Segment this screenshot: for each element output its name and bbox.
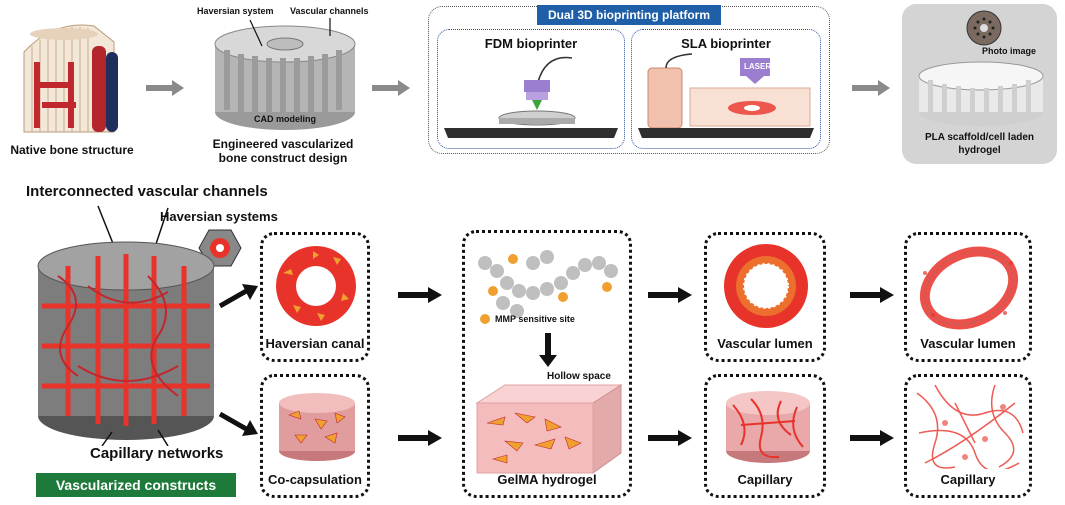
- capillary-networks-label: Capillary networks: [90, 445, 224, 462]
- haversian-systems-label: Haversian systems: [160, 209, 278, 224]
- haversian-canal-panel: Haversian canal: [260, 232, 370, 362]
- capillary-panel-1: Capillary: [704, 374, 826, 498]
- vascular-lumen-ring: [724, 244, 808, 328]
- cad-cylinder-illustration: [214, 18, 356, 130]
- capillary-stain-image: [916, 384, 1024, 469]
- platform-title: Dual 3D bioprinting platform: [537, 5, 721, 25]
- vascularized-construct-illustration: [37, 205, 215, 446]
- native-bone-illustration: [23, 24, 118, 133]
- fdm-printer-panel: FDM bioprinter: [437, 29, 625, 149]
- capillary-panel-2: Capillary: [904, 374, 1032, 498]
- arrow-icon: [850, 430, 894, 446]
- native-bone-label: Native bone structure: [10, 143, 134, 157]
- vascular-lumen-panel-1: Vascular lumen: [704, 232, 826, 362]
- gelma-hydrogel-block: [475, 384, 623, 474]
- vascular-lumen-panel-2: Vascular lumen: [904, 232, 1032, 362]
- sla-title: SLA bioprinter: [681, 36, 771, 51]
- photo-image-label: Photo image: [982, 46, 1037, 56]
- mmp-site-label: MMP sensitive site: [495, 314, 575, 324]
- haversian-canal-ring: [276, 246, 356, 326]
- arrow-icon: [218, 284, 258, 309]
- result-label-line1: PLA scaffold/cell laden: [924, 132, 1035, 143]
- mmp-polymer-chain: [478, 250, 618, 318]
- gelma-panel: MMP sensitive site Hollow space GelMA hy…: [462, 230, 632, 498]
- arrow-icon: [850, 287, 894, 303]
- capillary-label-2: Capillary: [940, 472, 996, 487]
- mmp-site-icon: [480, 314, 490, 324]
- co-capsulation-cylinder: [279, 393, 355, 461]
- capillary-label-1: Capillary: [737, 472, 793, 487]
- vascular-lumen-label-2: Vascular lumen: [920, 336, 1016, 351]
- fdm-title: FDM bioprinter: [484, 36, 578, 51]
- scaffold-illustration: [918, 61, 1044, 126]
- vascular-lumen-stain-image: [919, 246, 1019, 330]
- design-label-line2: bone construct design: [218, 151, 348, 165]
- vascularized-constructs-badge: Vascularized constructs: [36, 473, 236, 497]
- arrow-icon: [372, 80, 410, 96]
- arrow-icon: [398, 430, 442, 446]
- arrow-icon: [648, 287, 692, 303]
- arrow-icon: [852, 80, 890, 96]
- arrow-icon: [398, 287, 442, 303]
- laser-label: LASER: [744, 62, 772, 71]
- co-capsulation-panel: Co-capsulation: [260, 374, 370, 498]
- sla-printer-panel: SLA bioprinter LASER: [631, 29, 821, 149]
- interconnected-channels-label: Interconnected vascular channels: [26, 183, 268, 200]
- arrow-icon: [146, 80, 184, 96]
- cad-modeling-label: CAD modeling: [254, 114, 316, 124]
- co-capsulation-label: Co-capsulation: [268, 472, 362, 487]
- fdm-printer-illustration: [444, 56, 618, 138]
- down-arrow-icon: [539, 333, 557, 367]
- haversian-hex-icon: [198, 229, 242, 267]
- haversian-system-label: Haversian system: [197, 6, 274, 16]
- vascular-lumen-label-1: Vascular lumen: [717, 336, 813, 351]
- result-panel: Photo image PLA scaffold/cell laden hydr…: [902, 4, 1057, 164]
- vascular-channels-label: Vascular channels: [290, 6, 369, 16]
- arrow-icon: [648, 430, 692, 446]
- photo-image-thumbnail: [966, 10, 1002, 46]
- hollow-space-label: Hollow space: [547, 371, 611, 382]
- gelma-label: GelMA hydrogel: [497, 472, 597, 487]
- result-label-line2: hydrogel: [958, 145, 1001, 156]
- haversian-canal-label: Haversian canal: [265, 336, 365, 351]
- arrow-icon: [218, 411, 258, 436]
- design-label-line1: Engineered vascularized: [212, 137, 354, 151]
- bioprinting-platform-box: Dual 3D bioprinting platform FDM bioprin…: [428, 5, 830, 154]
- capillary-cylinder: [726, 391, 810, 463]
- sla-printer-illustration: [638, 53, 814, 138]
